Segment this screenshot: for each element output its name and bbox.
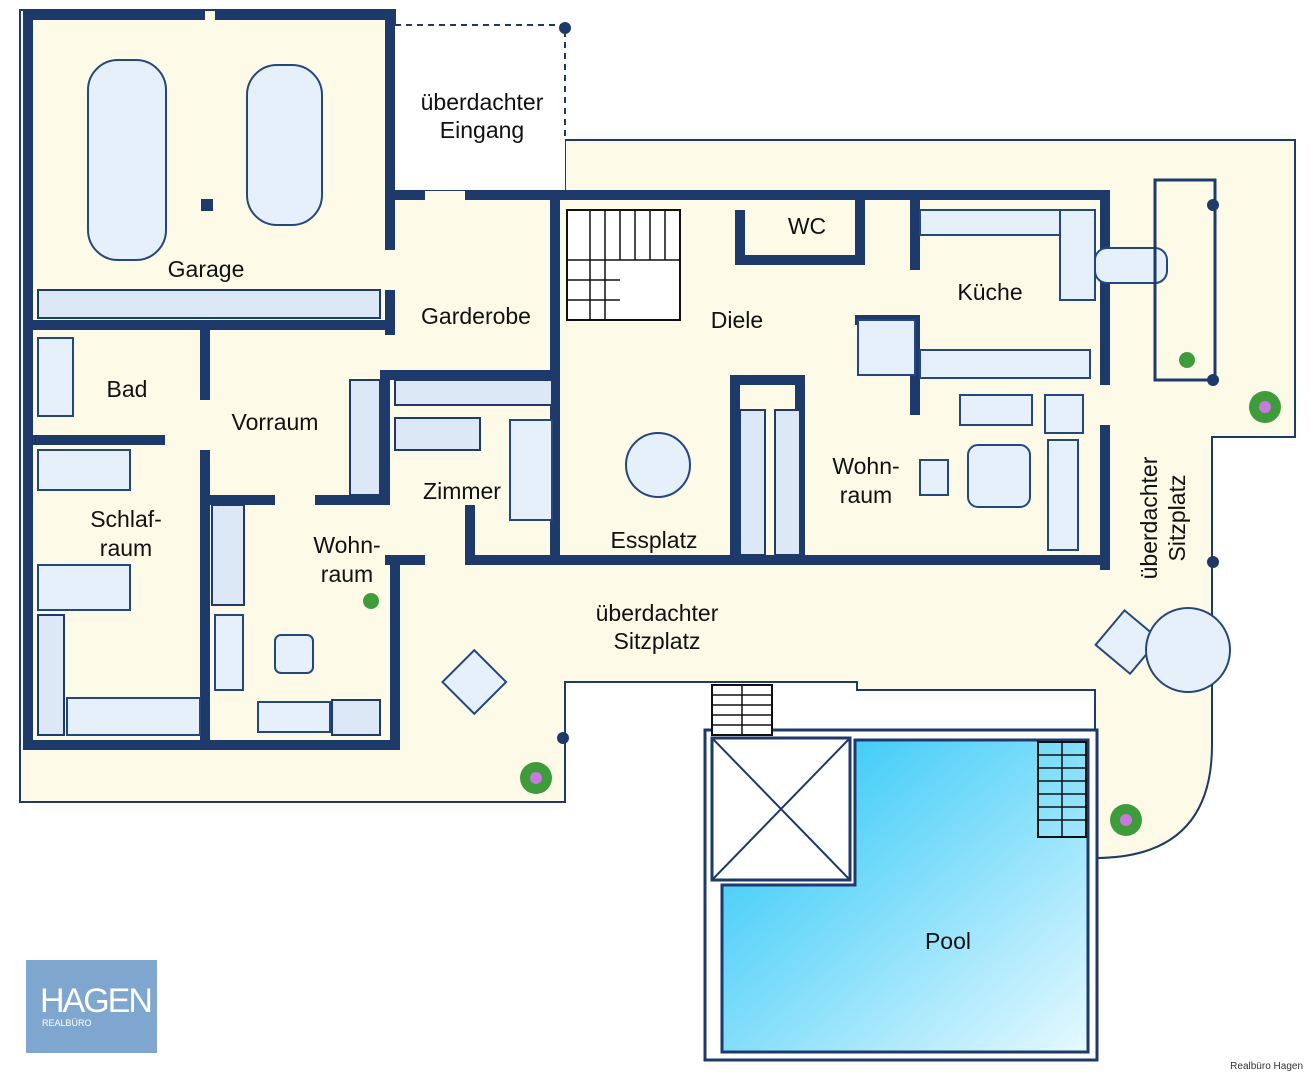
label-vorraum: Vorraum <box>232 409 319 435</box>
label-schlafraum: Schlaf-raum <box>90 506 162 561</box>
label-garderobe: Garderobe <box>421 303 531 329</box>
label-wc: WC <box>788 213 826 239</box>
plant-icon <box>363 352 1281 836</box>
label-garage: Garage <box>168 256 245 282</box>
car <box>87 59 167 261</box>
pool-water <box>720 738 1090 1054</box>
credit-text: Realbüro Hagen <box>1230 1061 1303 1072</box>
label-wohnraum-small: Wohn-raum <box>313 532 380 587</box>
label-pool: Pool <box>925 928 971 954</box>
staircase <box>566 209 681 321</box>
walls <box>23 10 1110 750</box>
label-kueche: Küche <box>957 279 1022 305</box>
covered-entrance-area <box>395 25 565 190</box>
hagen-logo: HAGEN REALBÜRO <box>26 960 157 1053</box>
label-zimmer: Zimmer <box>423 478 501 504</box>
logo-sub: REALBÜRO <box>42 1018 92 1028</box>
label-essplatz: Essplatz <box>611 527 698 553</box>
furniture <box>37 178 1231 744</box>
label-bad: Bad <box>107 376 148 402</box>
label-diele: Diele <box>711 307 763 333</box>
label-wohnraum-main: Wohn-raum <box>832 453 899 508</box>
car <box>246 64 323 226</box>
logo-name: HAGEN <box>40 982 153 1020</box>
label-covered-seating-east: überdachterSitzplatz <box>1136 456 1190 579</box>
